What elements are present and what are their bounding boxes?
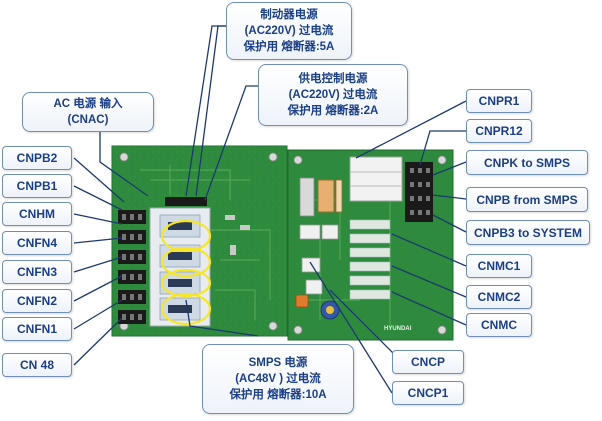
label-supply-control: 供电控制电源 (AC220V) 过电流 保护用 熔断器:2A [258, 64, 408, 126]
label-cnmc2: CNMC2 [466, 285, 532, 309]
smps-power-line3: 保护用 熔断器:10A [229, 389, 327, 401]
label-cnhm: CNHM [2, 202, 72, 226]
supply-control-line1: 供电控制电源 [298, 73, 368, 85]
ac-input-line1: AC 电源 输入 [53, 98, 123, 110]
label-cnpb-from-smps: CNPB from SMPS [466, 187, 588, 212]
board-brand-text: HYUNDAI [384, 326, 412, 332]
label-cnfn2: CNFN2 [2, 289, 72, 313]
label-cnfn3: CNFN3 [2, 260, 72, 284]
label-cncp: CNCP [392, 350, 464, 374]
label-brake-power: 制动器电源 (AC220V) 过电流 保护用 熔断器:5A [226, 2, 352, 60]
label-cn48: CN 48 [2, 353, 72, 377]
label-cnpr1: CNPR1 [466, 89, 532, 113]
brake-power-line2: (AC220V) 过电流 [244, 25, 334, 37]
label-ac-input: AC 电源 输入 (CNAC) [22, 92, 154, 132]
label-cncp1: CNCP1 [392, 381, 464, 405]
label-cnmc1: CNMC1 [466, 254, 532, 278]
right-board: HYUNDAI [287, 149, 454, 341]
label-cnpk-to-smps: CNPK to SMPS [466, 150, 588, 175]
smps-power-line2: (AC48V ) 过电流 [235, 373, 321, 385]
label-cnpb3-to-system: CNPB3 to SYSTEM [466, 220, 590, 245]
brake-power-line1: 制动器电源 [260, 9, 318, 21]
label-cnpb1: CNPB1 [2, 174, 72, 198]
supply-control-line3: 保护用 熔断器:2A [287, 105, 379, 117]
smps-power-line1: SMPS 电源 [248, 357, 308, 369]
label-cnpb2: CNPB2 [2, 146, 72, 170]
ac-input-line2: (CNAC) [67, 114, 109, 126]
label-cnfn4: CNFN4 [2, 231, 72, 255]
label-cnmc: CNMC [466, 313, 532, 337]
label-smps-power: SMPS 电源 (AC48V ) 过电流 保护用 熔断器:10A [202, 344, 354, 414]
supply-control-line2: (AC220V) 过电流 [288, 89, 378, 101]
label-cnfn1: CNFN1 [2, 317, 72, 341]
left-board [111, 145, 288, 337]
brake-power-line3: 保护用 熔断器:5A [243, 41, 335, 53]
label-cnpr12: CNPR12 [466, 119, 532, 143]
callout-lines [73, 25, 467, 394]
